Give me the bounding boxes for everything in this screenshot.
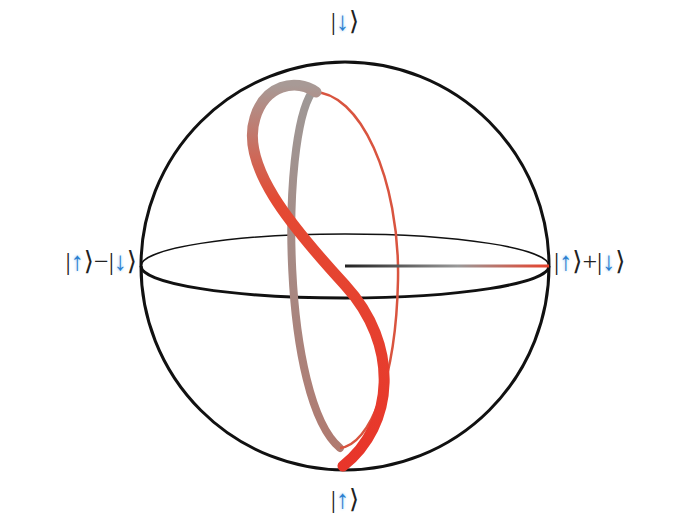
trajectory-curve (252, 85, 384, 466)
equator-back (141, 234, 549, 266)
state-label: |↑⟩−|↓⟩ (66, 248, 137, 277)
sphere-outline (141, 62, 549, 470)
state-vector (345, 265, 549, 268)
state-label: |↑⟩+|↓⟩ (554, 248, 625, 277)
state-label: |↑⟩ (331, 486, 359, 515)
state-label: |↓⟩ (331, 8, 359, 37)
